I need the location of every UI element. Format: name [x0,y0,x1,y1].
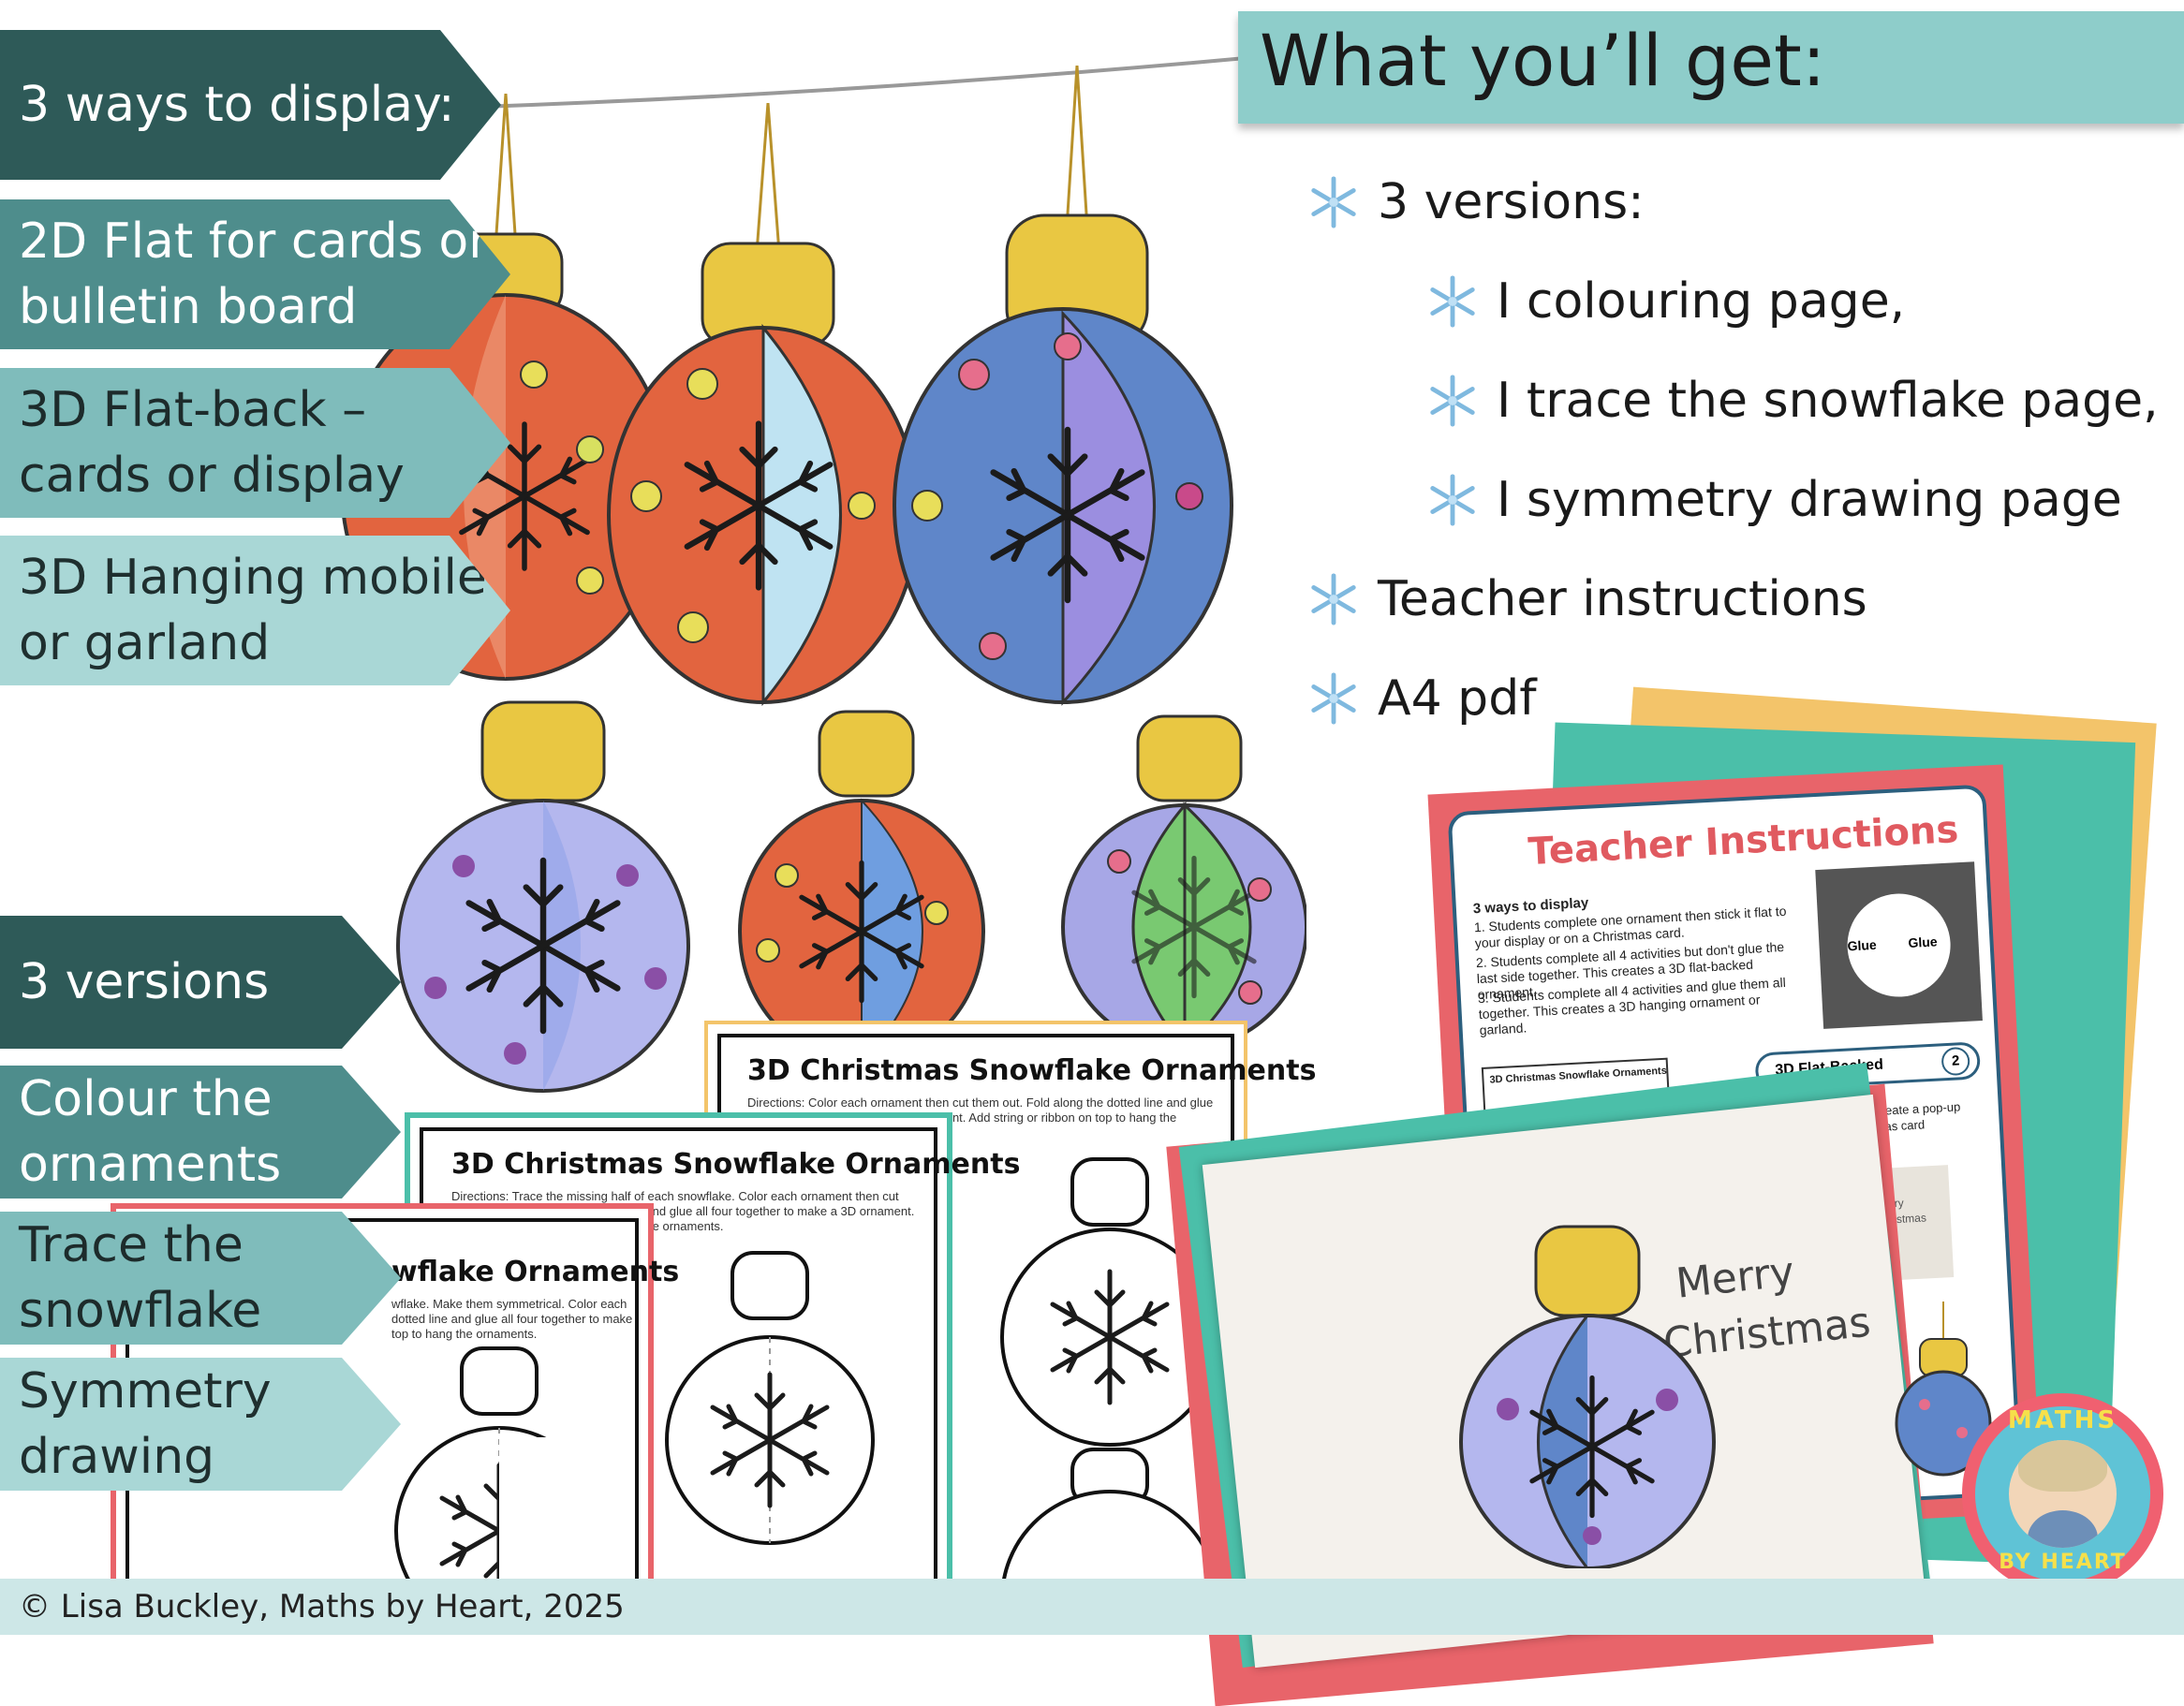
bullet-colouring: I colouring page, [1425,273,1905,330]
badge-number: 2 [1941,1046,1970,1077]
logo-portrait [2009,1440,2117,1548]
tag-3d-hanging: 3D Hanging mobile or garland [0,536,510,685]
tag-line: ornaments [19,1137,282,1193]
snowflake-icon [1311,672,1356,725]
ornament-popup-card [1459,1225,1716,1568]
worksheet-ornament-symmetry [394,1346,612,1596]
footer-bar [0,1579,2184,1635]
ornament-red-blue-hanging [607,103,918,707]
worksheet-ornament-trace [665,1251,875,1545]
bullet-text: I colouring page, [1497,273,1906,330]
tag-symmetry-drawing: Symmetry drawing [0,1358,401,1491]
bullet-text: Teacher instructions [1378,571,1867,627]
tag-line: Symmetry [19,1363,272,1419]
tag-3d-flat-back: 3D Flat-back – cards or display [0,368,510,518]
tag-label: 3 versions [19,954,270,1010]
tag-line: drawing [19,1429,215,1485]
teacher-page-title: Teacher Instructions [1527,808,1960,875]
bullet-text: 3 versions: [1378,174,1645,230]
worksheet-title: 3D Christmas Snowflake Ornaments [451,1148,1021,1181]
ornament-green-hanging [1061,714,1306,1049]
copyright-text: © Lisa Buckley, Maths by Heart, 2025 [19,1588,625,1625]
tag-line: Colour the [19,1071,273,1127]
bullet-format: A4 pdf [1306,670,1537,727]
ornament-purple-flat [396,700,690,1093]
snowflake-icon [1430,474,1475,526]
mini-worksheet-title: 3D Christmas Snowflake Ornaments [1489,1065,1668,1086]
tag-2d-flat: 2D Flat for cards or bulletin board [0,199,510,349]
bullet-text: A4 pdf [1378,670,1537,727]
snowflake-icon [1311,176,1356,228]
bullet-teacher: Teacher instructions [1306,571,1867,627]
tag-line: cards or display [19,448,405,504]
tag-line: 3D Hanging mobile [19,550,487,606]
logo-text-top: MATHS [2007,1406,2118,1434]
bullet-text: I trace the snowflake page, [1497,373,2159,429]
bullet-symmetry: I symmetry drawing page [1425,472,2122,528]
tag-line: bulletin board [19,279,358,335]
glue-photo: Glue Glue [1815,861,1983,1029]
glue-label-right: Glue [1908,934,1938,950]
ornament-mini-right [1895,1302,1992,1477]
tag-3-ways-to-display: 3 ways to display: [0,30,501,180]
tag-label: 3 ways to display: [19,77,455,133]
worksheet-ornament-outlines [1000,1157,1219,1599]
tag-line: snowflake [19,1283,262,1339]
tag-line: 2D Flat for cards or [19,213,489,270]
snowflake-icon [1430,375,1475,427]
ornament-red-blue-flatback [738,710,985,1063]
tag-colour-ornaments: Colour the ornaments [0,1066,401,1199]
ornament-blue-hanging [893,66,1233,706]
tag-trace-snowflake: Trace the snowflake [0,1212,401,1345]
maths-by-heart-logo: MATHS BY HEART [1962,1393,2163,1595]
worksheet-title: 3D Christmas Snowflake Ornaments [747,1054,1317,1087]
bullet-text: I symmetry drawing page [1497,472,2122,528]
snowflake-icon [1430,275,1475,328]
bullet-trace: I trace the snowflake page, [1425,373,2159,429]
glue-label-left: Glue [1847,936,1878,954]
tag-line: 3D Flat-back – [19,382,367,438]
worksheet-title: wflake Ornaments [391,1256,680,1288]
tag-line: or garland [19,615,271,671]
tag-line: Trace the [19,1217,243,1273]
worksheet-directions: wflake. Make them symmetrical. Color eac… [391,1297,633,1341]
page-title: What you’ll get: [1260,19,1826,102]
logo-text-bottom: BY HEART [1999,1551,2127,1574]
header-band [1238,11,2184,124]
snowflake-icon [1311,573,1356,625]
bullet-3-versions: 3 versions: [1306,174,1645,230]
tag-3-versions: 3 versions [0,916,401,1049]
